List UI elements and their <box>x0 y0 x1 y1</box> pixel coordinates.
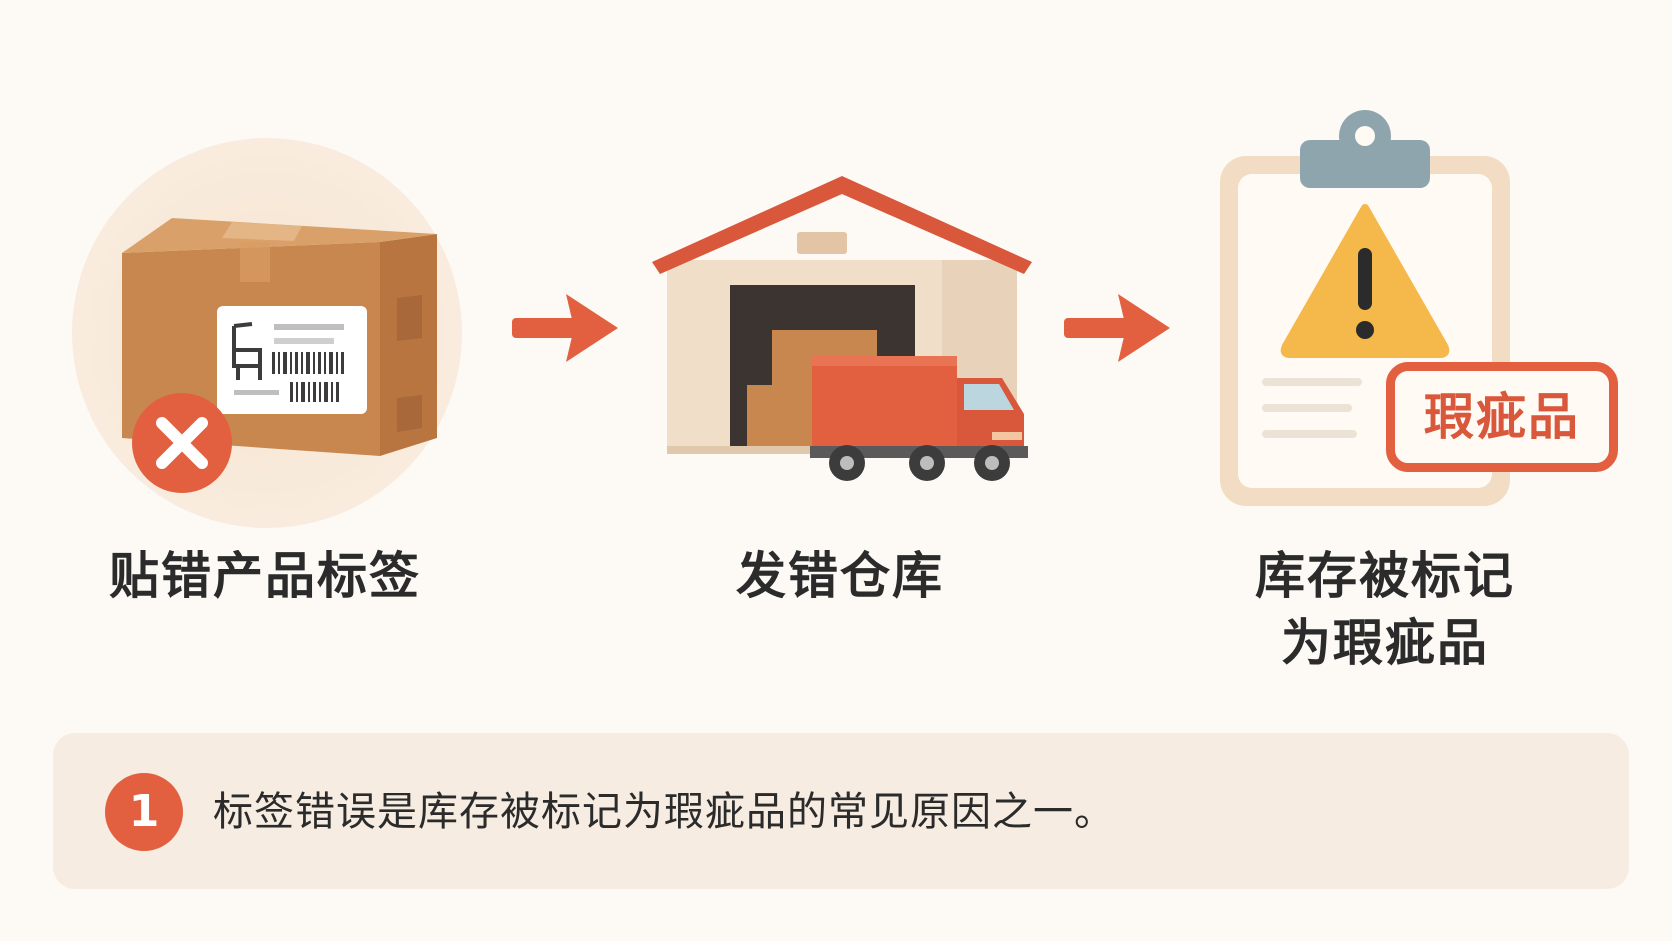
arrow-right-icon <box>512 294 618 362</box>
warehouse-illustration <box>652 170 1032 490</box>
mislabeled-box-illustration <box>62 138 472 538</box>
note-number-badge: 1 <box>105 773 183 851</box>
step-label-flagged-line2: 为瑕疵品 <box>1281 614 1489 672</box>
step-label-mislabel: 贴错产品标签 <box>109 547 421 605</box>
warehouse-truck-icon <box>652 176 1032 481</box>
flow-arrow-2 <box>1062 292 1172 364</box>
mislabeled-box-icon <box>72 138 462 528</box>
stamp-text: 瑕疵品 <box>1424 388 1580 446</box>
flow-arrow-1 <box>510 292 620 364</box>
arrow-right-icon <box>1064 294 1170 362</box>
note-box: 1 标签错误是库存被标记为瑕疵品的常见原因之一。 <box>53 733 1629 889</box>
step-label-flagged-line1: 库存被标记 <box>1255 547 1515 605</box>
step-label-wrong-warehouse: 发错仓库 <box>736 547 944 605</box>
note-text: 标签错误是库存被标记为瑕疵品的常见原因之一。 <box>213 789 1115 835</box>
defective-stamp: 瑕疵品 <box>1386 362 1618 472</box>
